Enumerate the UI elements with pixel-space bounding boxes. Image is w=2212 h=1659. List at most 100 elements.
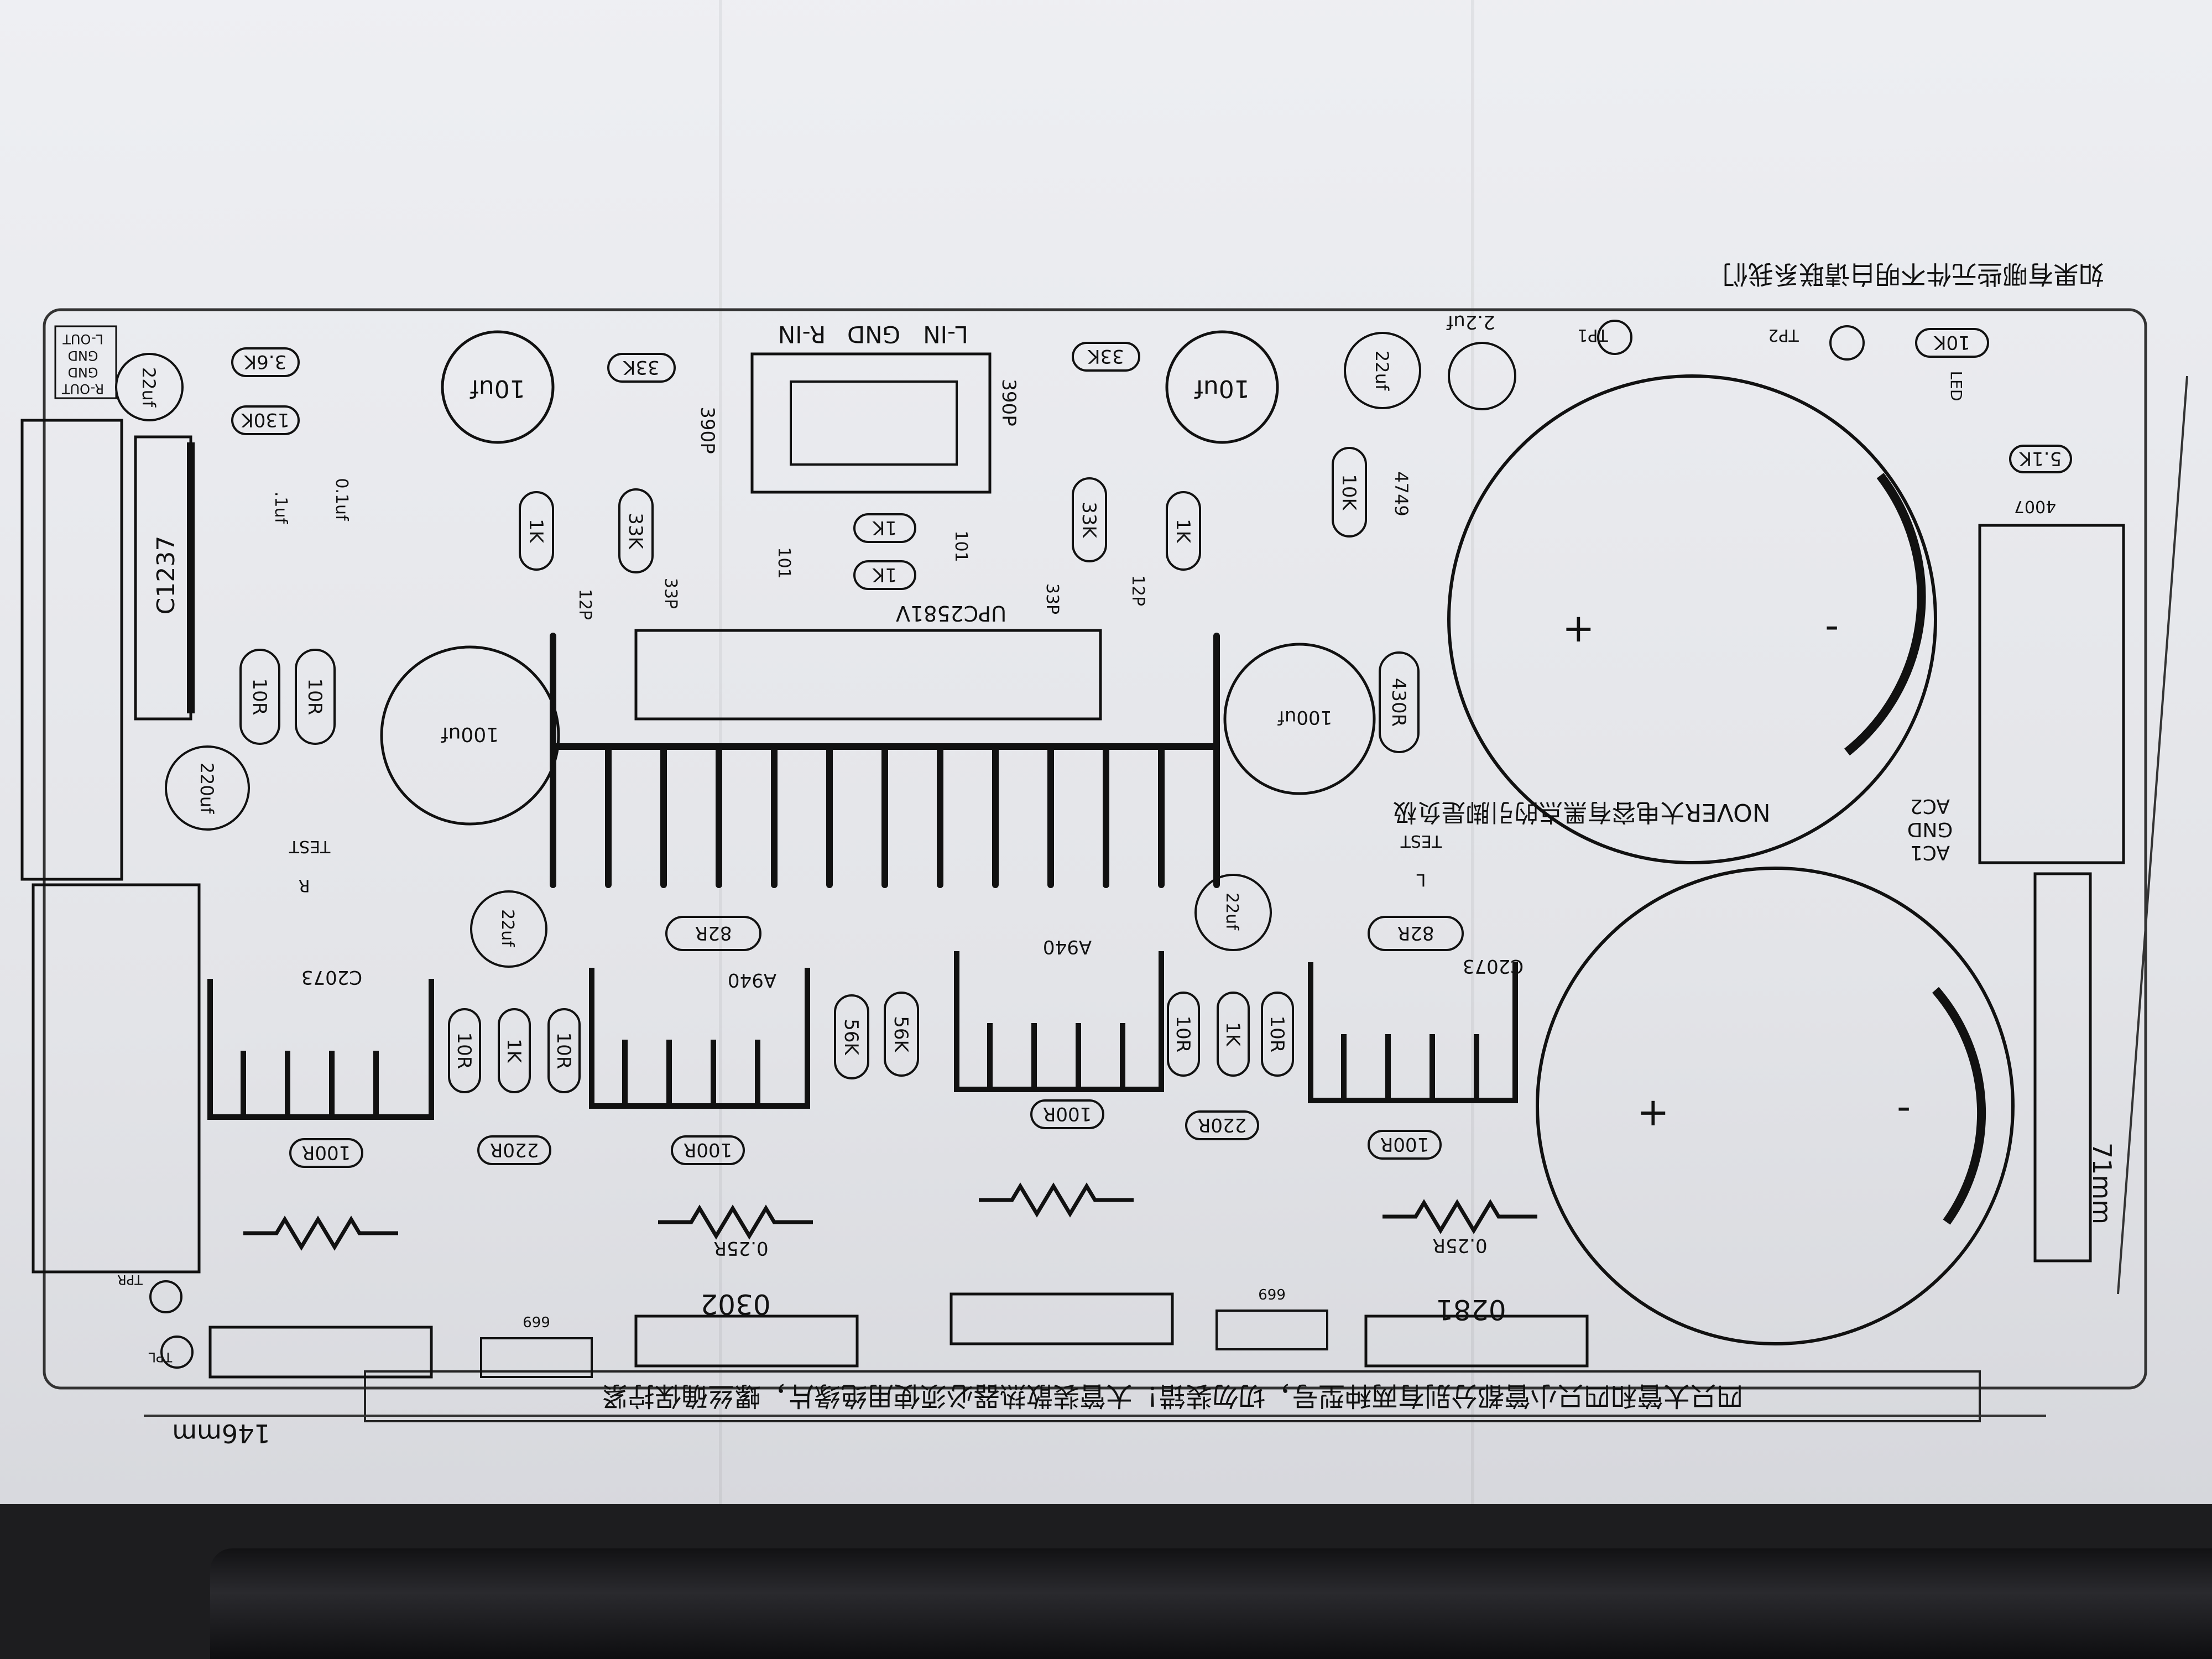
resistor-label: 10R <box>552 1032 575 1070</box>
component-label: 0281 <box>1436 1293 1506 1326</box>
component-label: TPL <box>148 1349 173 1365</box>
resistor-label: 56K <box>840 1019 862 1056</box>
metal-tray <box>210 1548 2212 1659</box>
resistor-body <box>1332 447 1367 538</box>
capacitor-10uf <box>441 330 555 444</box>
resistor-body <box>231 347 300 377</box>
resistor-label: 220R <box>1198 1114 1247 1136</box>
resistor-label: 33K <box>1078 502 1100 539</box>
component-label: 101 <box>951 530 971 562</box>
resistor-label: 10R <box>1172 1016 1194 1053</box>
capacitor-22uf <box>1344 332 1421 409</box>
component-label: 12P <box>1128 575 1147 606</box>
capacitor-10uf <box>1165 330 1279 444</box>
resistor-label: 1K <box>1172 519 1194 544</box>
power-transistor-pad <box>634 1314 859 1368</box>
resistor-body <box>1915 328 1989 358</box>
nover-note: NOVER大电容有黑点的引脚是负极 <box>1392 798 1770 826</box>
height-dimension-line <box>2117 375 2188 1295</box>
component-label: L <box>1416 870 1426 889</box>
board-outline <box>43 308 2147 1390</box>
resistor-body <box>834 994 869 1079</box>
input-label: GND <box>847 321 900 348</box>
component-label: R <box>299 875 310 895</box>
component-label: 22uf <box>1222 893 1241 931</box>
component-label: 2.2uf <box>1446 311 1495 333</box>
capacitor-22uf <box>470 890 547 968</box>
resistor-body <box>1030 1099 1104 1129</box>
component-label: LED <box>1947 371 1965 401</box>
resistor-body <box>448 1008 481 1093</box>
resistor-label: 33K <box>1087 345 1124 367</box>
component-label: TP1 <box>1577 325 1609 345</box>
resistor-body <box>477 1135 551 1165</box>
resistor-label: 220R <box>490 1139 539 1161</box>
resistor-body <box>1072 342 1140 372</box>
resistor-body <box>1368 916 1464 951</box>
io-label: R-OUT <box>62 381 104 397</box>
resistor-body <box>547 1008 581 1093</box>
bulk-capacitor-upper <box>1447 374 1937 864</box>
input-connector-inner <box>790 380 958 466</box>
component-label: 4007 <box>2014 497 2056 516</box>
component-label: 390P <box>998 379 1020 426</box>
polarity-plus: + <box>1562 606 1595 651</box>
component-label: 669 <box>1258 1285 1286 1302</box>
resistor-label: 10R <box>248 679 270 716</box>
left-output-block <box>32 883 201 1274</box>
component-label: 220uf <box>196 763 217 814</box>
component-label: TP2 <box>1768 325 1799 345</box>
component-label: A940 <box>1043 936 1092 958</box>
rectifier-strip <box>2033 872 2092 1262</box>
ac-block <box>1978 524 2125 864</box>
component-label: 0.25R <box>1432 1234 1487 1256</box>
tpl-pad <box>160 1335 194 1369</box>
resistor-label: 82R <box>1397 922 1434 944</box>
component-label: 22uf <box>138 367 159 408</box>
input-label: R-IN <box>778 321 826 348</box>
resistor-body <box>671 1135 745 1165</box>
component-label: 10uf <box>1194 374 1250 403</box>
bottom-note: 四只大管和四只小管都分别有两种型号，切勿装错！大管装散热器必须使用绝缘片，螺丝确… <box>602 1380 1743 1411</box>
resistor-body <box>519 491 554 571</box>
resistor-label: 1K <box>525 519 547 544</box>
resistor-body <box>665 916 761 951</box>
resistor-label: 33K <box>624 513 646 550</box>
component-label: C2073 <box>301 966 362 988</box>
capacitor-22uf <box>115 353 184 421</box>
component-label: 33P <box>1042 583 1062 614</box>
polarity-minus: - <box>1825 603 1839 648</box>
capacitor-100uf <box>1223 643 1376 795</box>
channel-heatsink <box>589 968 810 1109</box>
capacitor-220uf <box>165 745 250 831</box>
upc2581v-ic <box>634 629 1102 721</box>
component-label: 4749 <box>1391 471 1412 516</box>
resistor-body <box>231 405 300 435</box>
resistor-label: 100R <box>302 1141 351 1164</box>
resistor-label: 33K <box>623 356 660 378</box>
resistor-label: 100R <box>684 1139 733 1161</box>
component-label: 0302 <box>700 1288 770 1320</box>
channel-heatsink <box>954 951 1164 1092</box>
input-label: L-IN <box>923 321 968 348</box>
component-label: 101 <box>774 547 794 578</box>
tp1-pad <box>1597 320 1632 355</box>
top-note: 如果有哪些元件不明白请联系我们 <box>1723 259 2104 289</box>
resistor-label: 130K <box>241 409 290 431</box>
resistor-body <box>498 1008 531 1093</box>
polarity-plus: + <box>1637 1089 1670 1135</box>
component-label: 12P <box>575 589 594 620</box>
io-label: GND <box>67 364 98 380</box>
tp2-pad <box>1829 325 1865 361</box>
component-label: 390P <box>696 406 718 453</box>
resistor-body <box>289 1138 363 1168</box>
polarity-minus: - <box>1897 1084 1911 1129</box>
resistor-label: 100R <box>1043 1103 1092 1125</box>
ac-label: AC2 <box>1910 795 1950 817</box>
resistor-label: 10R <box>304 679 326 716</box>
input-connector <box>750 352 992 494</box>
bottom-note-box <box>364 1370 1981 1422</box>
component-label: 669 <box>523 1313 550 1329</box>
resistor-body <box>295 649 336 745</box>
